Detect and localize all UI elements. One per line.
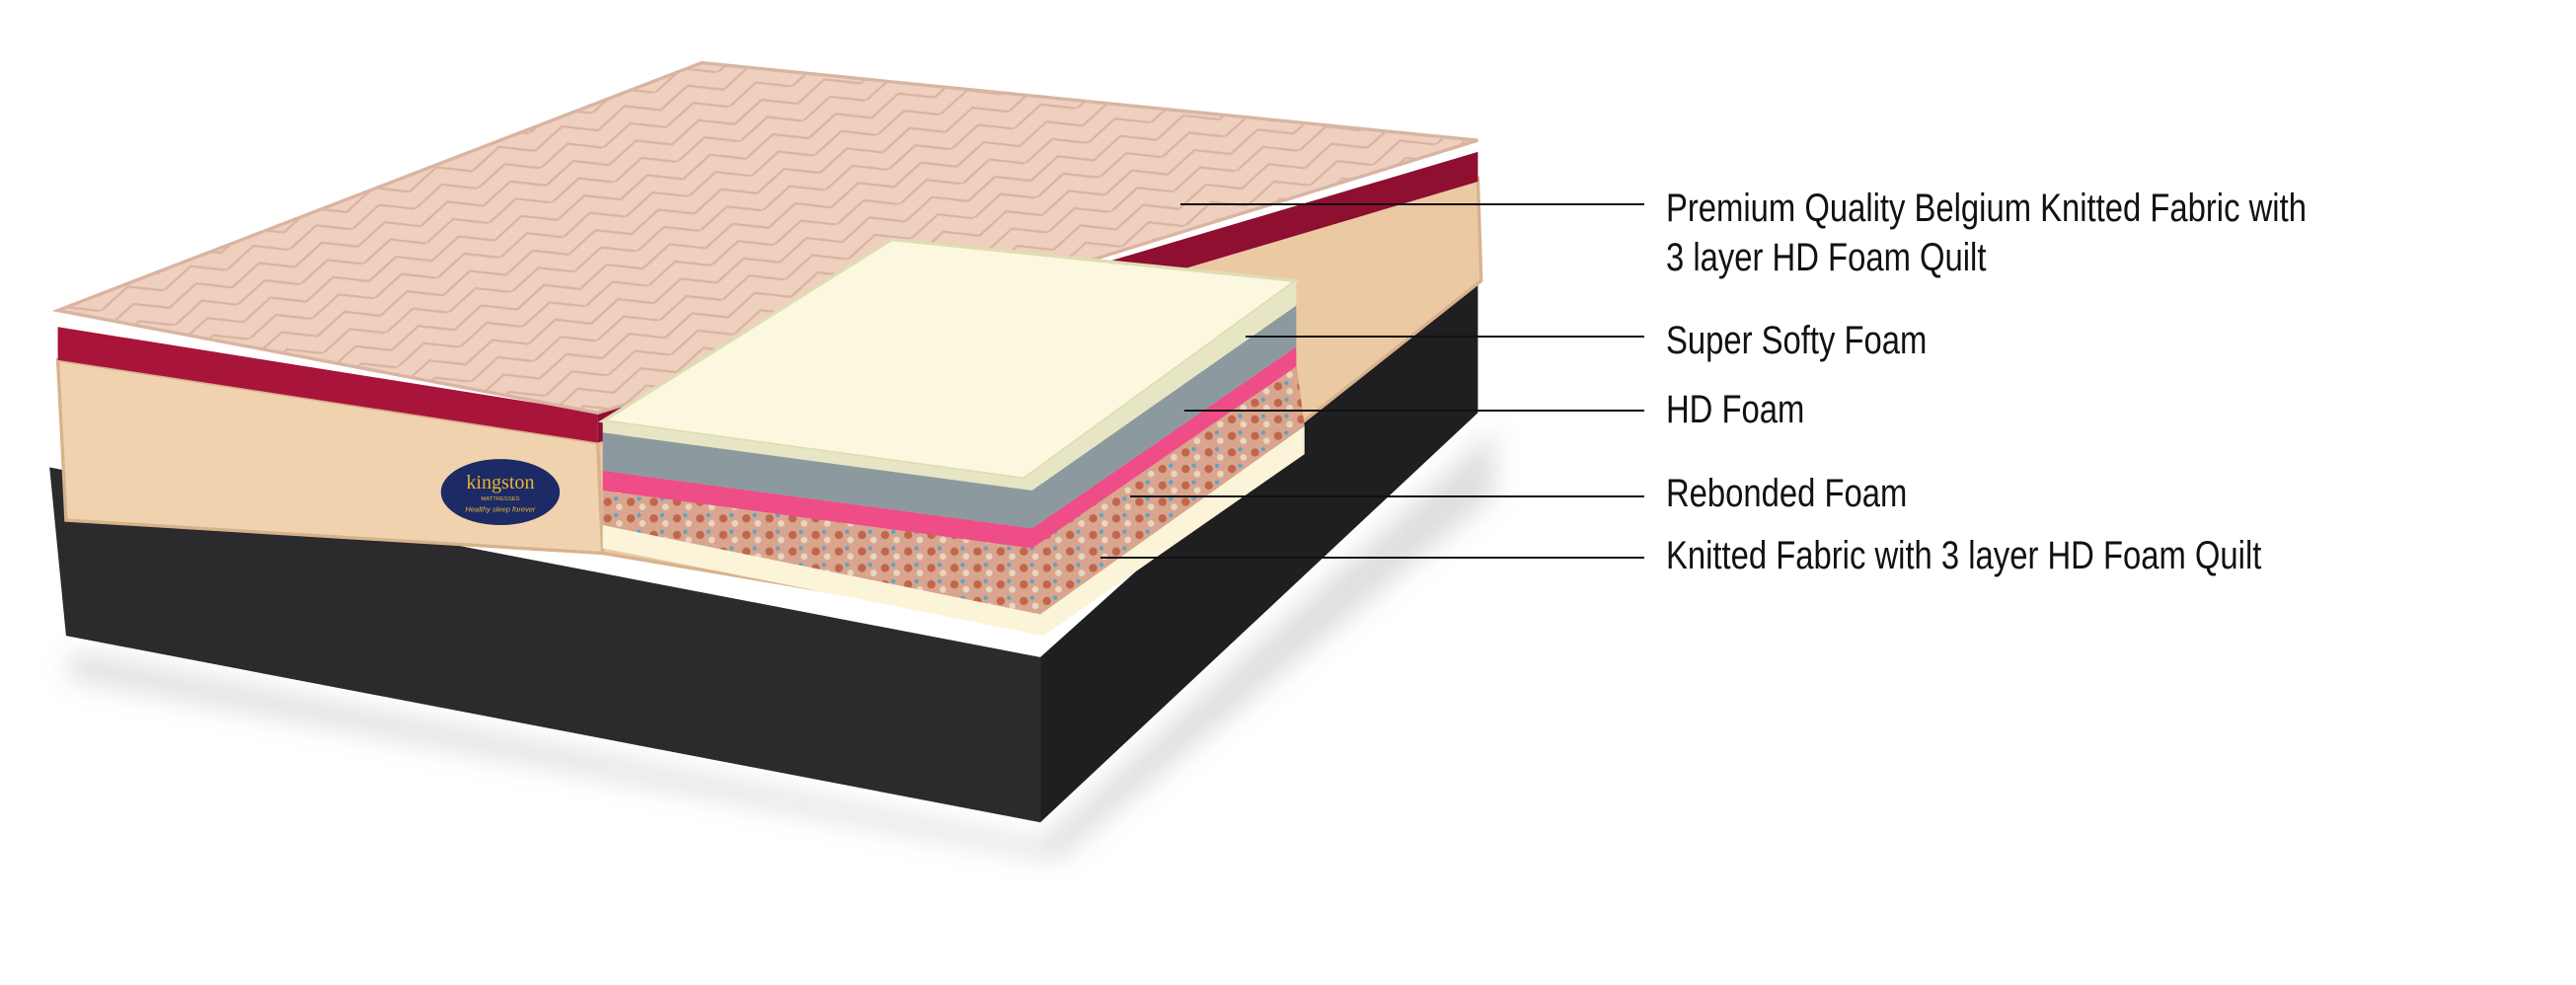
label-premium-fabric-line1: Premium Quality Belgium Knitted Fabric w…	[1666, 187, 2307, 230]
leader-line-1	[1180, 203, 1644, 205]
bed-base-side	[1040, 264, 1478, 823]
label-premium-fabric: Premium Quality Belgium Knitted Fabric w…	[1666, 184, 2307, 282]
leader-line-3	[1184, 410, 1644, 412]
label-hd-foam: HD Foam	[1666, 388, 1805, 431]
label-super-softy-foam: Super Softy Foam	[1666, 319, 1928, 362]
leader-line-4	[1130, 495, 1644, 497]
bed-base-front	[49, 467, 1041, 823]
svg-text:kingston: kingston	[466, 472, 534, 493]
leader-line-5	[1100, 557, 1644, 559]
svg-text:MATTRESSES: MATTRESSES	[481, 496, 519, 502]
label-knitted-fabric: Knitted Fabric with 3 layer HD Foam Quil…	[1666, 534, 2262, 577]
leader-line-2	[1246, 336, 1644, 338]
label-premium-fabric-line2: 3 layer HD Foam Quilt	[1666, 236, 1987, 279]
layer-rebonded-foam	[602, 363, 1305, 615]
layer-hd-foam	[602, 346, 1297, 549]
mattress-top-fabric	[51, 60, 1478, 415]
layer-bottom-quilt	[602, 425, 1305, 637]
layer-grey-foam	[602, 305, 1297, 529]
label-rebonded-foam: Rebonded Foam	[1666, 472, 1908, 515]
kingston-logo: kingston MATTRESSES Healthy sleep foreve…	[440, 459, 561, 526]
border-front	[57, 327, 598, 443]
svg-text:Healthy sleep forever: Healthy sleep forever	[465, 505, 536, 514]
layer-softy-edge	[602, 280, 1297, 491]
